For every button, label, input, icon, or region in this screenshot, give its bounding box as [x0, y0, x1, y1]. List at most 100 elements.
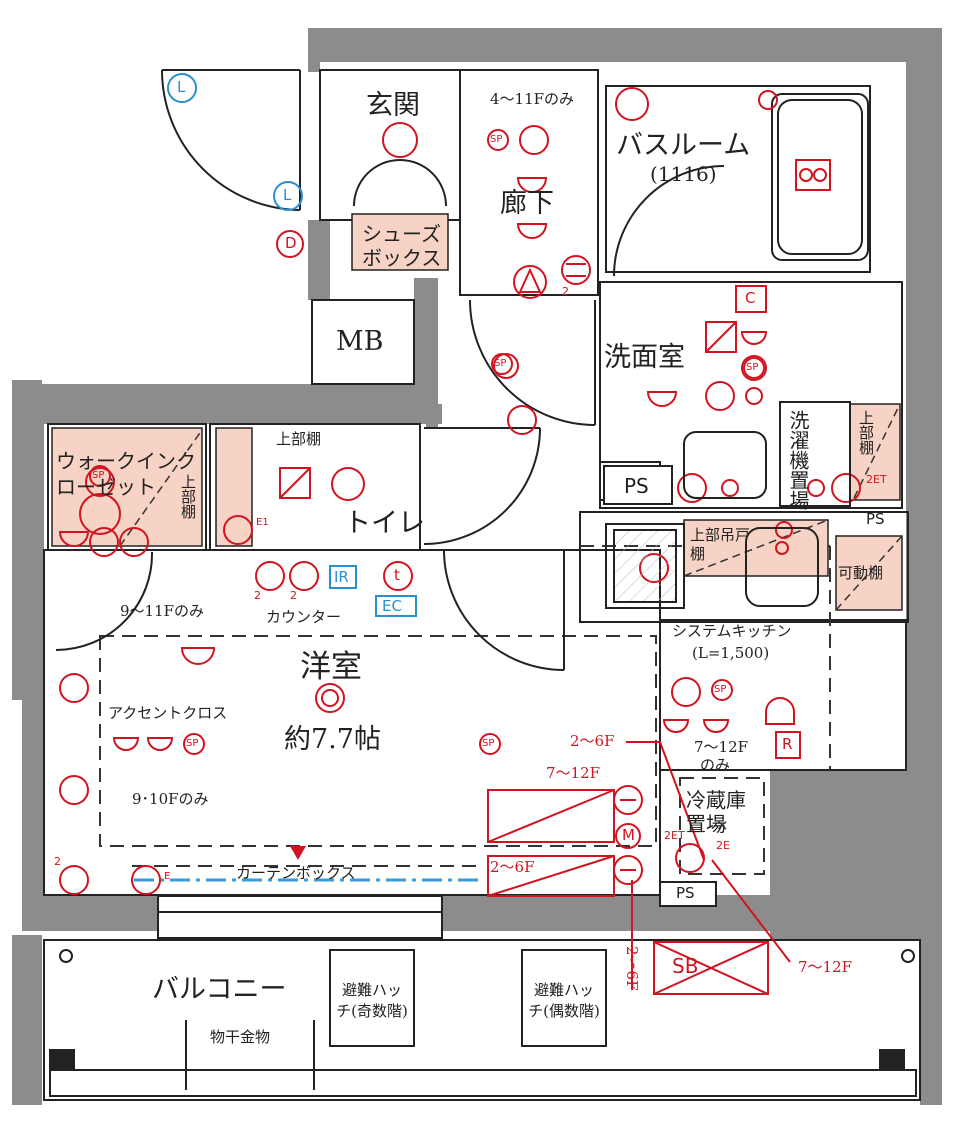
fridge-space-label: 冷蔵庫置場 — [686, 788, 746, 836]
wall-balcony-left — [12, 935, 42, 1105]
outlet — [255, 561, 285, 591]
closet-upper-shelf-label: 上部棚 — [179, 474, 197, 519]
door-swings — [55, 69, 725, 671]
two-letter: 2 — [562, 285, 569, 298]
light-circle — [331, 467, 365, 501]
sp-letter: SP — [714, 684, 727, 695]
spotlight — [702, 719, 730, 733]
sp-letter: SP — [490, 134, 503, 145]
sp-circle — [487, 129, 509, 151]
two-e-letter: 2E — [716, 839, 730, 852]
light-circle — [382, 122, 418, 158]
spotlight — [765, 697, 795, 725]
western-room-label: 洋室 — [300, 649, 362, 685]
bathroom-label: バスルーム — [616, 130, 751, 161]
spotlight — [516, 223, 548, 239]
note-only: のみ — [700, 756, 731, 774]
escape-hatch-odd-label: 避難ハッチ(奇数階) — [336, 981, 408, 1020]
wall-corridor-right — [426, 278, 438, 428]
walk-in-closet-label: ウォークインクローゼット — [56, 449, 196, 499]
outlet — [831, 473, 861, 503]
red-symbols — [58, 87, 861, 895]
note-2-6-a: 2～6F — [570, 732, 615, 750]
e-letter: E — [164, 871, 171, 882]
spotlight — [58, 531, 90, 547]
ps-label-kitchen: PS — [866, 510, 885, 528]
ps-label-wash: PS — [624, 474, 649, 498]
e1-letter: E1 — [256, 517, 269, 528]
wall-top-left-stub — [308, 28, 320, 72]
c-letter: C — [745, 289, 756, 307]
sp-circle — [743, 357, 765, 379]
light-circle — [276, 230, 304, 258]
wall-room-top — [22, 404, 442, 424]
light-circle — [745, 387, 763, 405]
spotlight — [516, 177, 548, 193]
spotlight — [662, 719, 690, 733]
light-circle — [519, 125, 549, 155]
blue-symbols — [167, 73, 417, 617]
ir-box — [329, 565, 357, 589]
balcony — [43, 895, 921, 1101]
sp-letter: SP — [482, 738, 495, 749]
gas-hob — [605, 401, 851, 609]
mb-label: MB — [336, 326, 384, 357]
light-circle — [59, 775, 89, 805]
light-circle — [85, 467, 115, 497]
accent-cross-label: アクセントクロス — [108, 704, 228, 722]
sp-letter: SP — [746, 362, 759, 373]
storage-areas — [51, 213, 903, 611]
balcony-label: バルコニー — [152, 974, 287, 1005]
western-room-size: 約7.7帖 — [284, 724, 381, 755]
wall-left-room — [22, 404, 44, 910]
light-circle — [79, 493, 121, 535]
r-letter: R — [782, 735, 793, 753]
light-circle — [613, 855, 643, 885]
l-sensor-icon — [273, 181, 303, 211]
sp-circle — [479, 733, 501, 755]
ps-boxes — [603, 465, 717, 907]
spotlight — [740, 331, 768, 345]
outlet — [223, 515, 253, 545]
two-letter: 2 — [254, 589, 261, 602]
two-letter: 2 — [290, 589, 297, 602]
wall-right — [906, 28, 942, 940]
l-sensor-letter: L — [283, 186, 292, 204]
ir-letter: IR — [334, 568, 349, 586]
note-7-12-a: 7～12F — [546, 764, 601, 782]
bathroom-size: (1116) — [650, 162, 717, 186]
note-4-11: 4～11Fのみ — [490, 90, 575, 108]
wall-mb-left — [308, 220, 330, 300]
wall-mb-bottom — [42, 384, 434, 404]
sp-letter: SP — [92, 470, 105, 481]
toilet-label: トイレ — [344, 508, 425, 539]
light-circle — [119, 527, 149, 557]
spotlight — [146, 737, 174, 751]
system-kitchen-label: システムキッチン — [672, 622, 792, 640]
mirror-box — [279, 467, 311, 499]
ps-label-fridge: PS — [676, 884, 695, 902]
light-circle — [59, 673, 89, 703]
ventilation-fan — [513, 265, 547, 299]
laundry-space-label: 洗濯機置場 — [786, 410, 810, 510]
l-sensor-letter: L — [177, 78, 186, 96]
kitchen-length-label: (L=1,500) — [692, 644, 770, 662]
sp-letter: SP — [494, 358, 507, 369]
note-9-10: 9･10Fのみ — [132, 790, 209, 808]
outlet — [131, 865, 161, 895]
counter-label: カウンター — [266, 608, 342, 626]
m-letter: M — [622, 826, 635, 844]
note-7-12-b: 7～12F — [798, 958, 853, 976]
x-mark: × — [716, 816, 729, 834]
movable-shelf-label: 可動棚 — [838, 564, 884, 582]
wall-balcony-right — [920, 935, 942, 1105]
spotlight — [112, 737, 140, 751]
corridor-label: 廊下 — [500, 188, 554, 219]
arrow-marker — [290, 846, 306, 860]
light-circle — [758, 90, 778, 110]
curtain-box-label: カーテンボックス — [236, 864, 356, 882]
shoe-box-label: シューズボックス — [362, 222, 442, 270]
note-2-6-b: 2～6F — [490, 858, 535, 876]
two-et-letter: 2ET — [664, 829, 685, 842]
